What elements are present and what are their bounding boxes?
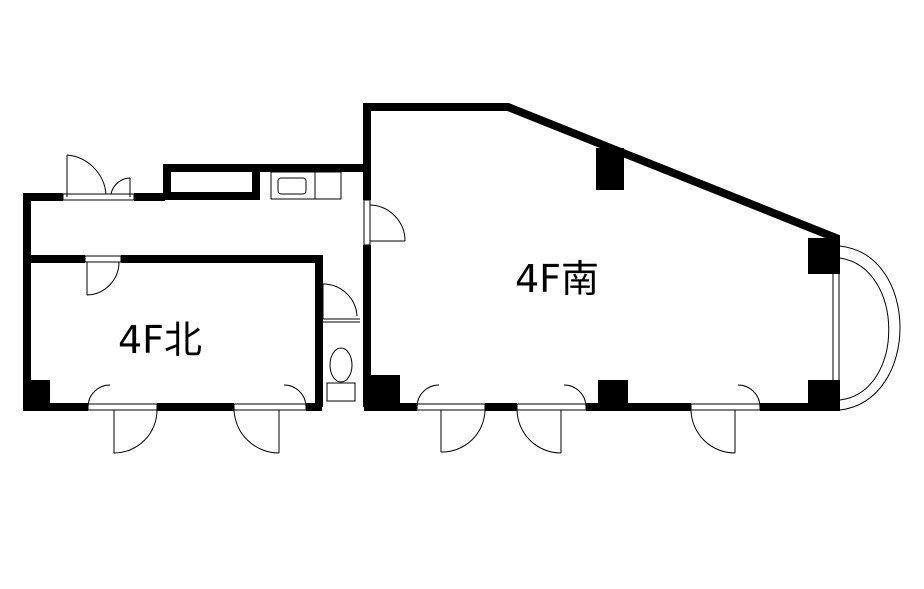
column: [808, 380, 840, 411]
room-label-north: 4F北: [118, 318, 202, 362]
bottom-door-1: [87, 384, 158, 454]
doors: [62, 154, 761, 454]
bottom-door-3: [416, 384, 486, 453]
column: [598, 380, 628, 411]
bottom-door-5: [690, 384, 761, 454]
corridor-door: [363, 199, 406, 246]
column: [596, 148, 624, 190]
bottom-door-4: [516, 384, 587, 454]
closet-wall: [163, 164, 260, 200]
room-label-south: 4F南: [515, 257, 599, 301]
column: [367, 375, 400, 411]
north-room-wall-2: [121, 255, 323, 407]
north-wing-outer-wall: [23, 193, 88, 411]
entry-door: [62, 154, 135, 201]
toilet-door: [322, 283, 358, 319]
fixtures: [270, 171, 360, 402]
toilet-icon: [329, 347, 353, 383]
sink-icon: [277, 177, 307, 195]
bottom-door-2: [233, 384, 307, 454]
column: [808, 238, 840, 274]
column: [23, 380, 50, 411]
north-room-door: [84, 255, 122, 296]
columns: [23, 148, 840, 411]
toilet-tank: [326, 382, 356, 402]
walls: [23, 103, 840, 411]
bay-window: [832, 245, 901, 411]
kitchen-counter: [270, 171, 342, 200]
